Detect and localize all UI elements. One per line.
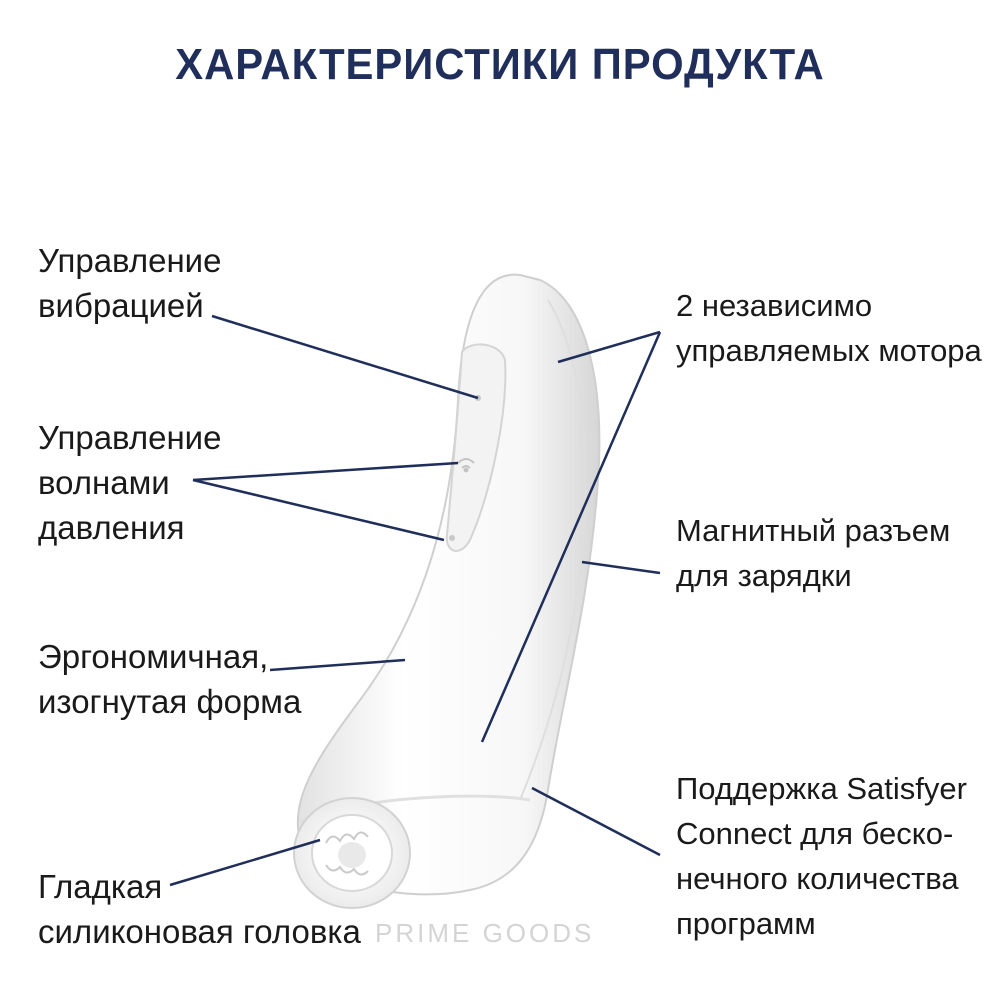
leader-charging bbox=[581, 560, 661, 575]
leader-pressure-bottom bbox=[192, 478, 445, 542]
leader-pressure-top bbox=[192, 461, 459, 482]
feature-magnetic-charging: Магнитный разъем для зарядки bbox=[676, 513, 951, 593]
leader-vibration bbox=[211, 314, 479, 400]
pressure-button-icon bbox=[457, 458, 475, 469]
device-seam bbox=[519, 299, 587, 801]
leader-shape bbox=[269, 658, 406, 672]
leader-app bbox=[531, 786, 661, 857]
feature-dual-motors: 2 независимо управляемых мотора bbox=[676, 288, 982, 368]
leader-motors-lower bbox=[480, 331, 662, 743]
page-title: ХАРАКТЕРИСТИКИ ПРОДУКТА bbox=[175, 40, 825, 89]
power-button-icon bbox=[449, 535, 455, 541]
leader-lines bbox=[169, 314, 662, 887]
feature-pressure-waves: Управление волнами давления bbox=[38, 419, 222, 546]
feature-vibration-control: Управление вибрацией bbox=[38, 242, 222, 324]
feature-app-support: Поддержка Satisfyer Connect для беско- н… bbox=[676, 771, 967, 941]
feature-silicone-head: Гладкая силиконовая головка bbox=[38, 868, 361, 950]
leader-motors-upper bbox=[557, 330, 661, 364]
control-panel bbox=[445, 343, 507, 552]
feature-ergonomic-shape: Эргономичная, изогнутая форма bbox=[38, 638, 302, 720]
leader-head bbox=[169, 838, 321, 887]
watermark: PRIME GOODS bbox=[375, 918, 595, 948]
